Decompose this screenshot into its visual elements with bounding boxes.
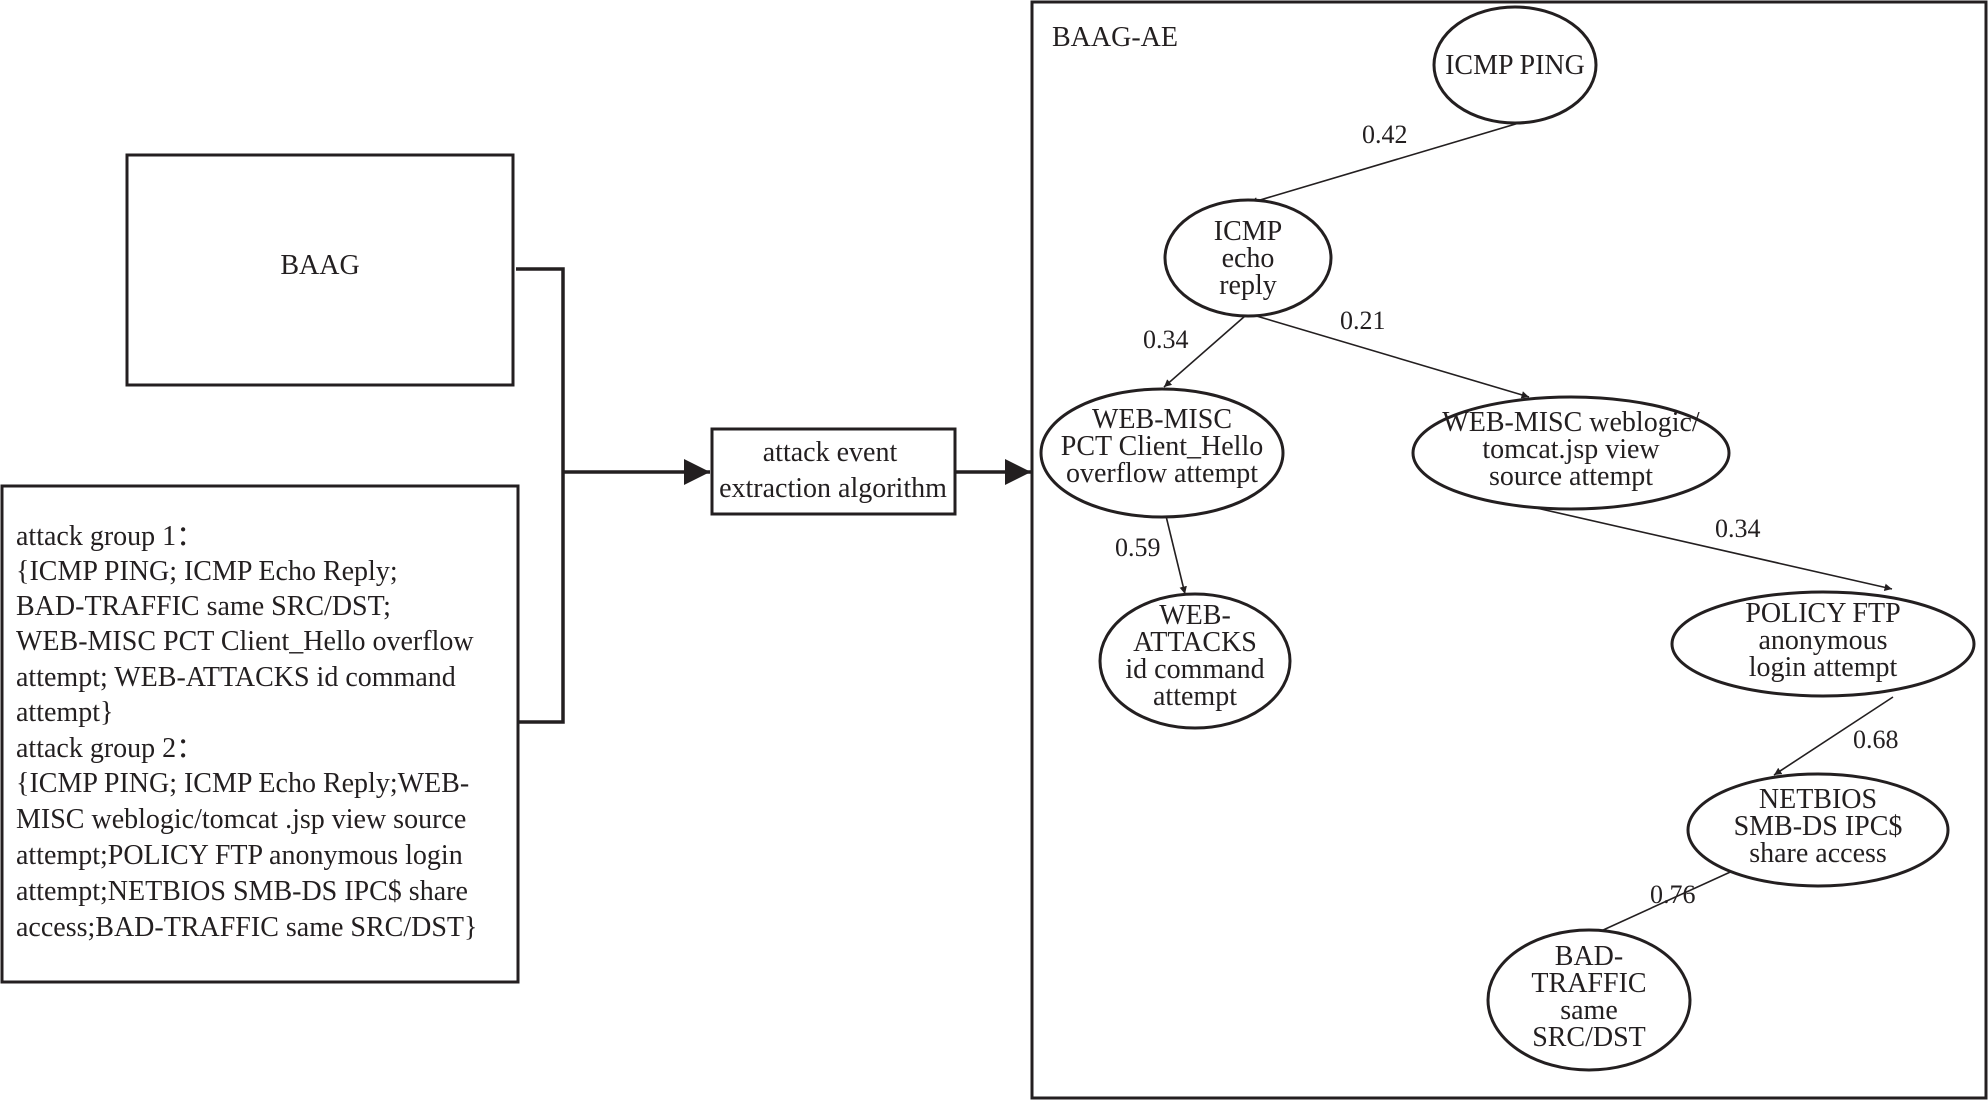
node-label: ATTACKS (1133, 627, 1257, 658)
node-label: anonymous (1758, 625, 1887, 656)
baag-box (125, 153, 515, 387)
group-line: {ICMP PING; ICMP Echo Reply;WEB- (16, 768, 469, 799)
group-line: access;BAD-TRAFFIC same SRC/DST} (16, 912, 477, 943)
group-line: attempt;NETBIOS SMB-DS IPC$ share (16, 876, 468, 907)
node-label: BAD- (1555, 941, 1623, 972)
node-label: reply (1219, 270, 1277, 301)
group-line: {ICMP PING; ICMP Echo Reply; (16, 556, 398, 587)
node-label: attempt (1153, 681, 1237, 712)
edge-weight: 0.68 (1853, 725, 1899, 754)
baag-label: BAAG (280, 250, 359, 281)
node-icmp-ping: ICMP PING (1432, 5, 1598, 125)
node-label: PCT Client_Hello (1061, 431, 1264, 462)
edge-echo-to-web-misc-pct (1163, 315, 1246, 388)
node-label: same (1560, 995, 1618, 1026)
group-line: attack group 2： (16, 733, 204, 764)
node-label: source attempt (1489, 461, 1653, 492)
edge-policy-ftp-to-netbios (1773, 696, 1894, 776)
node-label: login attempt (1749, 652, 1898, 683)
group-line: attempt;POLICY FTP anonymous login (16, 840, 463, 871)
attack-groups-text: attack group 1： {ICMP PING; ICMP Echo Re… (16, 521, 477, 943)
group-line: MISC weblogic/tomcat .jsp view source (16, 804, 466, 835)
node-label: id command (1125, 654, 1264, 685)
edge-web-misc-pct-to-web-attacks (1165, 515, 1187, 595)
node-web-misc-weblogic: WEB-MISC weblogic/ tomcat.jsp view sourc… (1411, 395, 1731, 511)
group-line: WEB-MISC PCT Client_Hello overflow (16, 626, 474, 657)
edge-weight: 0.34 (1715, 514, 1761, 543)
group-line: attempt; WEB-ATTACKS id command (16, 662, 456, 693)
node-label: POLICY FTP (1745, 598, 1900, 629)
edge-weight: 0.42 (1362, 120, 1408, 149)
node-label: SMB-DS IPC$ (1734, 811, 1903, 842)
node-label: echo (1222, 243, 1275, 274)
algorithm-box (710, 427, 957, 516)
node-label: tomcat.jsp view (1482, 434, 1660, 465)
baag-ae-panel (1030, 0, 1988, 1100)
edge-weblogic-to-policy-ftp (1518, 503, 1893, 591)
node-label: WEB- (1159, 600, 1231, 631)
algorithm-label-line2: extraction algorithm (719, 473, 947, 504)
node-policy-ftp: POLICY FTP anonymous login attempt (1670, 590, 1976, 698)
panel-title: BAAG-AE (1052, 22, 1178, 53)
edge-weight: 0.59 (1115, 533, 1161, 562)
node-label: TRAFFIC (1531, 968, 1646, 999)
group-line: attack group 1： (16, 521, 204, 552)
node-label: WEB-MISC (1092, 404, 1232, 435)
group-line: attempt} (16, 697, 113, 728)
node-web-attacks: WEB- ATTACKS id command attempt (1098, 592, 1292, 730)
edge-weight: 0.21 (1340, 306, 1386, 335)
node-icmp-echo-reply: ICMP echo reply (1163, 198, 1333, 318)
node-label: NETBIOS (1759, 784, 1877, 815)
edge-icmp-ping-to-echo (1249, 122, 1520, 205)
attack-groups-box (0, 484, 520, 984)
node-label: SRC/DST (1532, 1022, 1646, 1053)
edge-echo-to-web-misc-weblogic (1252, 314, 1530, 399)
algorithm-label-line1: attack event (763, 437, 898, 468)
connector-bracket (516, 267, 565, 724)
node-bad-traffic: BAD- TRAFFIC same SRC/DST (1486, 928, 1692, 1072)
node-label: WEB-MISC weblogic/ (1442, 407, 1700, 438)
node-label: ICMP (1214, 216, 1282, 247)
node-label: share access (1749, 838, 1887, 869)
node-label: ICMP PING (1445, 50, 1585, 81)
edge-weight: 0.34 (1143, 325, 1189, 354)
node-web-misc-pct: WEB-MISC PCT Client_Hello overflow attem… (1039, 387, 1285, 519)
group-line: BAD-TRAFFIC same SRC/DST; (16, 591, 391, 622)
node-netbios: NETBIOS SMB-DS IPC$ share access (1686, 772, 1950, 888)
edge-weight: 0.76 (1650, 880, 1696, 909)
node-label: overflow attempt (1066, 458, 1258, 489)
